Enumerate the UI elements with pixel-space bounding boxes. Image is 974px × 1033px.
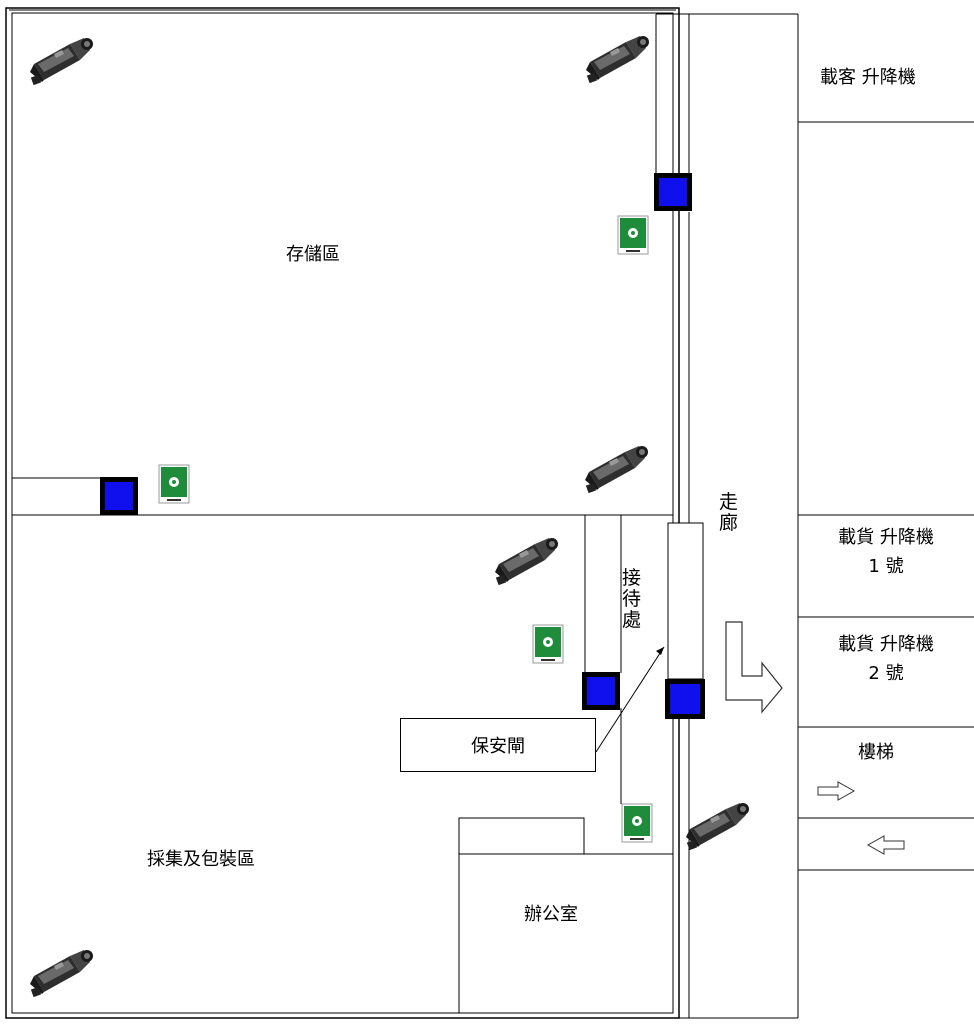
stairs-label: 樓梯: [858, 742, 894, 763]
cctv-camera-icon: [495, 538, 558, 586]
passenger-lift-label: 載客 升降機: [820, 67, 916, 88]
alarm-sensor-icon: [621, 803, 653, 843]
security-gate-label: 保安閘: [471, 736, 525, 757]
corridor-label: 走廊: [719, 491, 739, 534]
cctv-camera-icon: [586, 36, 649, 84]
cargo-lift-1-name: 載貨 升降機: [838, 527, 934, 548]
stairs-up-arrow-icon: [817, 781, 856, 801]
reception-label: 接待處: [622, 567, 642, 631]
cargo-lift-1-label: 載貨 升降機 1 號: [806, 528, 966, 577]
alarm-sensor-icon: [617, 215, 649, 255]
cargo-lift-2-number: 2 號: [868, 663, 904, 684]
office-label: 辦公室: [524, 904, 578, 925]
storage-area-label: 存儲區: [286, 244, 340, 265]
alarm-sensor-icon: [532, 624, 564, 664]
cctv-camera-icon: [585, 446, 648, 494]
cargo-lift-2-name: 載貨 升降機: [838, 634, 934, 655]
stairs-down-arrow-icon: [866, 835, 905, 855]
cctv-camera-icon: [30, 38, 93, 86]
cargo-lift-1-number: 1 號: [868, 556, 904, 577]
alarm-sensor-icon: [158, 464, 190, 504]
picking-packing-area-label: 採集及包裝區: [147, 849, 255, 870]
cctv-camera-icon: [686, 803, 749, 851]
direction-arrow-icon: [725, 621, 783, 714]
cargo-lift-2-label: 載貨 升降機 2 號: [806, 635, 966, 684]
cctv-camera-icon: [30, 950, 93, 998]
security-gate-label-box: 保安閘: [400, 718, 596, 772]
